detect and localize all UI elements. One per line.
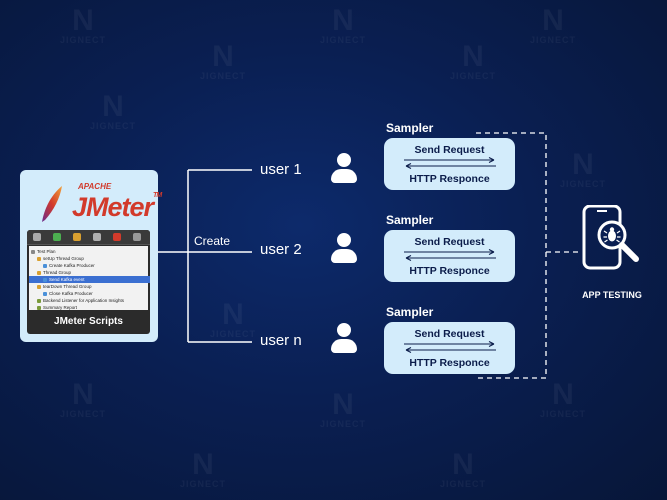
tree-item-label: Create Kafka Producer (49, 263, 95, 268)
jmeter-logo: APACHE JMeterTM (34, 178, 162, 233)
tree-item: Test Plan (29, 248, 146, 255)
sampler-title-2: Sampler (386, 213, 434, 227)
tree-item-label: Backend Listener for Application Insight… (43, 298, 125, 303)
tree-item-label: Test Plan (37, 249, 56, 254)
user-label-1: user 1 (260, 161, 302, 178)
apache-label: APACHE (78, 182, 112, 191)
http-response-label: HTTP Responce (409, 357, 490, 369)
tree-item: setUp Thread Group (29, 255, 150, 262)
user-label-2: user 2 (260, 241, 302, 258)
tree-node-icon (43, 263, 47, 268)
user-icon (330, 233, 358, 265)
tree-node-icon (37, 270, 41, 275)
toolbar-icon (53, 233, 61, 241)
toolbar-icon (93, 233, 101, 241)
tree-node-icon (37, 256, 41, 261)
send-request-label: Send Request (414, 144, 485, 156)
http-response-label: HTTP Responce (409, 265, 490, 277)
apache-feather-icon (42, 186, 62, 222)
toolbar-icon (73, 233, 81, 241)
create-label: Create (194, 234, 231, 248)
tree-item: Create Kafka Producer (29, 262, 150, 269)
tree-item-label: Summary Report (43, 305, 78, 310)
jmeter-wordmark: JMeterTM (72, 192, 162, 222)
request-response-arrows-icon (404, 157, 496, 169)
tree-node-icon (43, 277, 47, 282)
toolbar-icon (133, 233, 141, 241)
tree-item: Summary Report (29, 304, 150, 311)
tree-item-label: Close Kafka Producer (49, 291, 93, 296)
http-response-label: HTTP Responce (409, 173, 490, 185)
app-testing-label: APP TESTING (582, 290, 642, 300)
tree-item-label: tearDown Thread Group (43, 284, 92, 289)
sampler-title-3: Sampler (386, 305, 434, 319)
sampler-dashed-bracket (476, 132, 547, 379)
tree-node-icon (37, 298, 41, 303)
tree-item-label: Thread Group (43, 270, 72, 275)
user-label-n: user n (260, 332, 302, 349)
tree-item: Close Kafka Producer (29, 290, 150, 297)
send-request-label: Send Request (414, 236, 485, 248)
sampler-box-1: Send Request HTTP Responce (384, 138, 515, 190)
tree-node-icon (37, 284, 41, 289)
tree-node-icon (37, 305, 41, 310)
tree-item: Send Kafka event (29, 276, 150, 283)
tree-node-icon (31, 249, 35, 254)
tree-item: tearDown Thread Group (29, 283, 150, 290)
tree-item-label: setUp Thread Group (43, 256, 84, 261)
tree-item: Backend Listener for Application Insight… (29, 297, 150, 304)
toolbar-icon (33, 233, 41, 241)
sampler-box-2: Send Request HTTP Responce (384, 230, 515, 282)
tree-node-icon (43, 291, 47, 296)
request-response-arrows-icon (404, 249, 496, 261)
jmeter-toolbar (27, 230, 150, 245)
user-icon (330, 323, 358, 355)
sampler-title-1: Sampler (386, 121, 434, 135)
send-request-label: Send Request (414, 328, 485, 340)
jmeter-scripts-caption: JMeter Scripts (54, 316, 123, 327)
jmeter-card: APACHE JMeterTM Test Plan setUp Thread Gr… (20, 170, 162, 342)
tree-item-label: Send Kafka event (49, 277, 85, 282)
user-icon (330, 153, 358, 185)
request-response-arrows-icon (404, 341, 496, 353)
sampler-box-3: Send Request HTTP Responce (384, 322, 515, 374)
mobile-bug-search-icon (582, 205, 639, 270)
tree-item: Thread Group (29, 269, 150, 276)
toolbar-icon (113, 233, 121, 241)
